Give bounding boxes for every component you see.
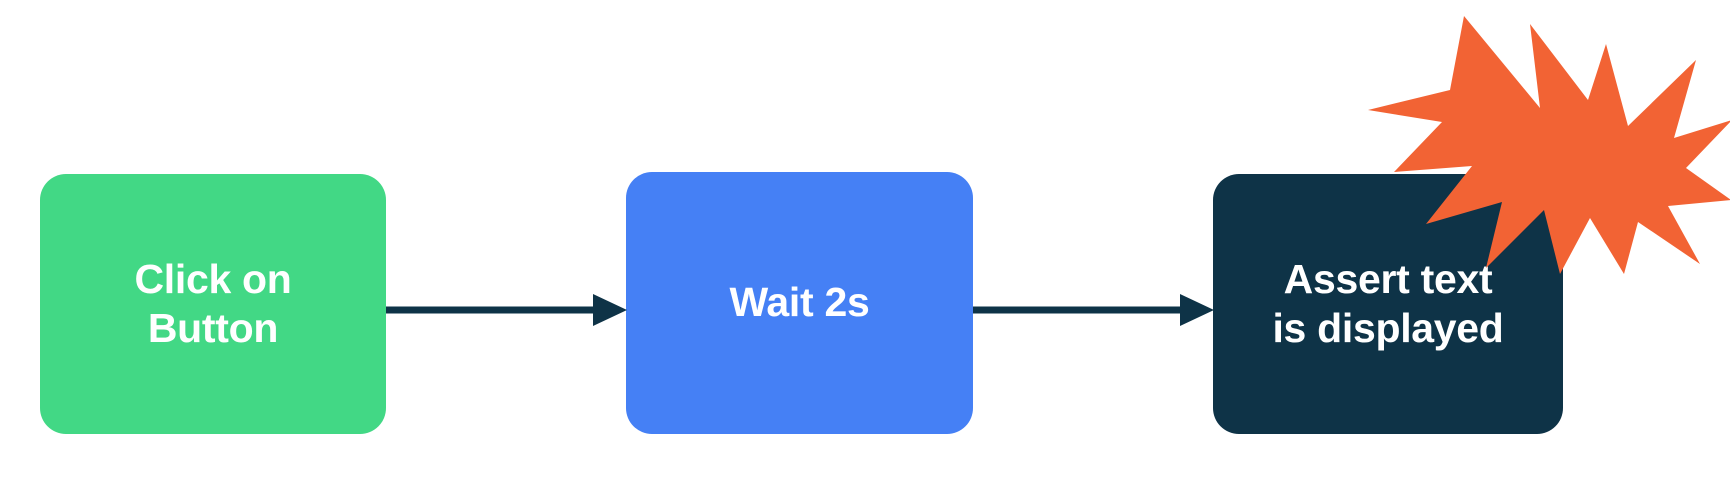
- flow-arrow-click-to-wait: [384, 290, 628, 330]
- flow-node-assert-text-is-displayed[interactable]: Assert text is displayed: [1213, 174, 1563, 434]
- flow-node-wait-2s[interactable]: Wait 2s: [626, 172, 973, 434]
- flow-node-label: Wait 2s: [729, 279, 870, 326]
- flow-node-label: Assert text is displayed: [1272, 255, 1504, 351]
- flow-node-click-on-button[interactable]: Click on Button: [40, 174, 386, 434]
- flow-node-label: Click on Button: [134, 255, 292, 351]
- flow-arrow-wait-to-assert: [971, 290, 1215, 330]
